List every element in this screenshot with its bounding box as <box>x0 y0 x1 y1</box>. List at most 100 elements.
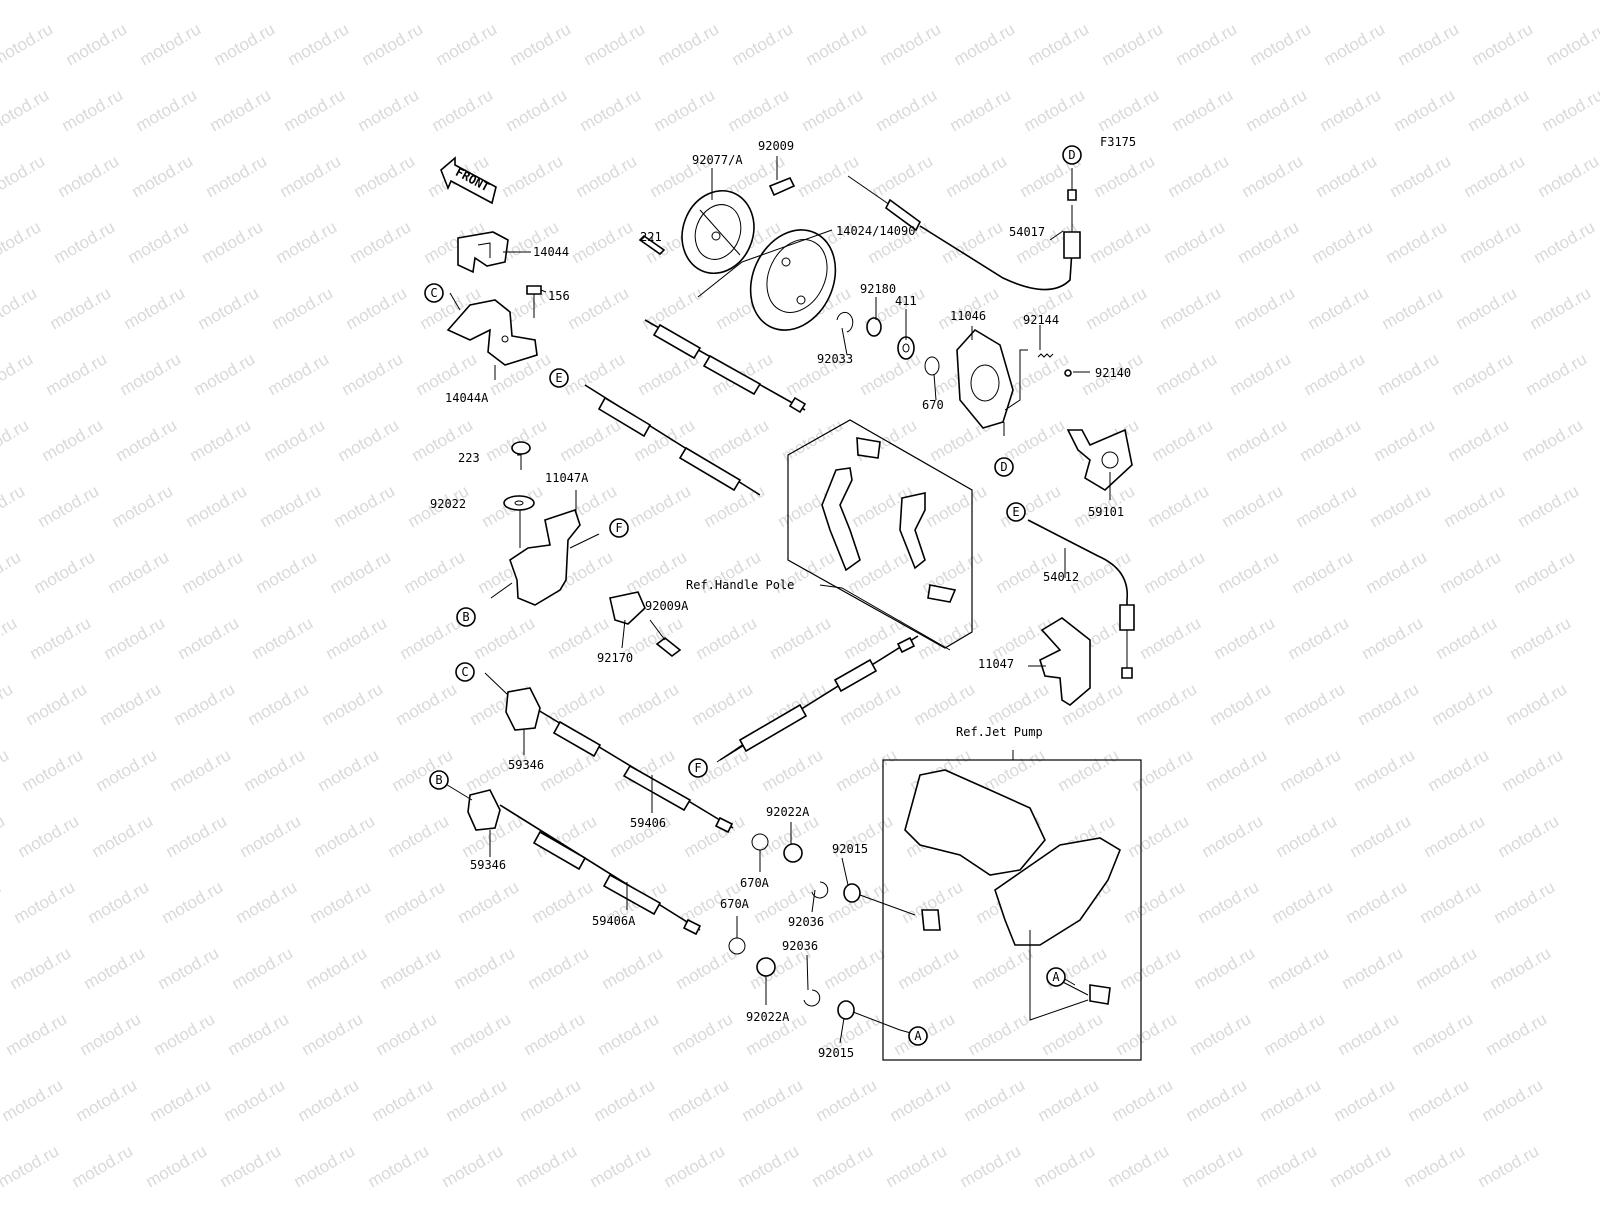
watermark-text: motod.ru <box>1433 613 1501 663</box>
watermark-text: motod.ru <box>1503 679 1571 729</box>
watermark-text: motod.ru <box>557 415 625 465</box>
connector-b-top: B <box>457 608 475 626</box>
watermark-text: motod.ru <box>1547 0 1600 3</box>
watermark-text: motod.ru <box>969 943 1037 993</box>
watermark-text: motod.ru <box>1231 283 1299 333</box>
watermark-text: motod.ru <box>429 85 497 135</box>
watermark-text: motod.ru <box>47 283 115 333</box>
watermark-text: motod.ru <box>1173 19 1241 69</box>
watermark-text: motod.ru <box>339 349 407 399</box>
svg-text:F: F <box>694 761 701 775</box>
part-92170-drawing <box>610 592 645 624</box>
watermark-text: motod.ru <box>529 877 597 927</box>
watermark-text: motod.ru <box>31 547 99 597</box>
part-label-92033: 92033 <box>817 352 853 366</box>
watermark-text: motod.ru <box>199 217 267 267</box>
watermark-text: motod.ru <box>311 811 379 861</box>
part-label-92015-1: 92015 <box>832 842 868 856</box>
watermark-text: motod.ru <box>265 349 333 399</box>
watermark-text: motod.ru <box>1169 85 1237 135</box>
part-label-221: 221 <box>640 230 662 244</box>
watermark-text: motod.ru <box>655 19 723 69</box>
watermark-text: motod.ru <box>1391 85 1459 135</box>
watermark-text: motod.ru <box>51 217 119 267</box>
watermark-text: motod.ru <box>585 0 653 3</box>
connector-e-top: E <box>550 369 568 387</box>
watermark-text: motod.ru <box>207 85 275 135</box>
part-label-11046: 11046 <box>950 309 986 323</box>
connector-d-mid: D <box>995 458 1013 476</box>
watermark-text: motod.ru <box>561 349 629 399</box>
watermark-text: motod.ru <box>289 0 357 3</box>
watermark-text: motod.ru <box>1113 1009 1181 1059</box>
watermark-text: motod.ru <box>669 1009 737 1059</box>
watermark-text: motod.ru <box>385 811 453 861</box>
watermark-text: motod.ru <box>225 1009 293 1059</box>
watermark-text: motod.ru <box>1519 415 1587 465</box>
part-label-92036-2: 92036 <box>782 939 818 953</box>
part-label-92022a-2: 92022A <box>746 1010 790 1024</box>
part-label-14024: 14024/14090 <box>836 224 915 238</box>
watermark-text: motod.ru <box>125 217 193 267</box>
watermark-text: motod.ru <box>1313 151 1381 201</box>
watermark-text: motod.ru <box>809 1141 877 1191</box>
watermark-text: motod.ru <box>1253 1141 1321 1191</box>
watermark-text: motod.ru <box>1117 943 1185 993</box>
watermark-text: motod.ru <box>803 19 871 69</box>
watermark-text: motod.ru <box>273 217 341 267</box>
connector-f-top: F <box>610 519 628 537</box>
ref-jet-pump-label: Ref.Jet Pump <box>956 725 1043 739</box>
watermark-text: motod.ru <box>1409 1009 1477 1059</box>
connector-d-top: D <box>1063 146 1081 164</box>
svg-text:C: C <box>461 665 468 679</box>
watermark-text: motod.ru <box>389 745 457 795</box>
part-label-92009: 92009 <box>758 139 794 153</box>
watermark-text: motod.ru <box>195 283 263 333</box>
watermark-text: motod.ru <box>147 1075 215 1125</box>
watermark-text: motod.ru <box>513 1141 581 1191</box>
watermark-text: motod.ru <box>939 217 1007 267</box>
connector-a-jetpump: A <box>1047 968 1065 986</box>
watermark-text: motod.ru <box>1001 415 1069 465</box>
watermark-text: motod.ru <box>739 1075 807 1125</box>
watermark-text: motod.ru <box>23 679 91 729</box>
watermark-text: motod.ru <box>681 811 749 861</box>
watermark-text: motod.ru <box>833 745 901 795</box>
watermark-text: motod.ru <box>1195 877 1263 927</box>
watermark-text: motod.ru <box>1363 547 1431 597</box>
watermark-text: motod.ru <box>63 19 131 69</box>
watermark-text: motod.ru <box>159 877 227 927</box>
svg-text:E: E <box>555 371 562 385</box>
figure-code: F3175 <box>1100 135 1136 149</box>
watermark-text: motod.ru <box>1473 0 1541 3</box>
watermark-text: motod.ru <box>525 943 593 993</box>
part-411-drawing <box>898 337 914 359</box>
watermark-text: motod.ru <box>1281 679 1349 729</box>
watermark-text: motod.ru <box>1399 0 1467 3</box>
connector-a-lower: A <box>909 1027 927 1045</box>
watermark-text: motod.ru <box>1441 481 1509 531</box>
watermark-text: motod.ru <box>1401 1141 1469 1191</box>
watermark-text: motod.ru <box>1347 811 1415 861</box>
watermark-text: motod.ru <box>365 1141 433 1191</box>
watermark-text: motod.ru <box>1331 1075 1399 1125</box>
watermark-text: motod.ru <box>725 85 793 135</box>
watermark-text: motod.ru <box>1141 547 1209 597</box>
watermark-text: motod.ru <box>587 1141 655 1191</box>
watermark-text: motod.ru <box>1021 85 1089 135</box>
watermark-text: motod.ru <box>335 415 403 465</box>
watermark-text: motod.ru <box>143 1141 211 1191</box>
watermark-text: motod.ru <box>97 679 165 729</box>
watermark-text: motod.ru <box>1137 613 1205 663</box>
watermark-text: motod.ru <box>947 85 1015 135</box>
watermark-text: motod.ru <box>261 415 329 465</box>
watermark-text: motod.ru <box>1145 481 1213 531</box>
watermark-text: motod.ru <box>299 1009 367 1059</box>
watermark-text: motod.ru <box>1483 1009 1551 1059</box>
part-label-14044a: 14044A <box>445 391 489 405</box>
svg-text:B: B <box>462 610 469 624</box>
watermark-text: motod.ru <box>1531 217 1599 267</box>
watermark-text: motod.ru <box>673 943 741 993</box>
watermark-text: motod.ru <box>569 217 637 267</box>
watermark-text: motod.ru <box>295 1075 363 1125</box>
